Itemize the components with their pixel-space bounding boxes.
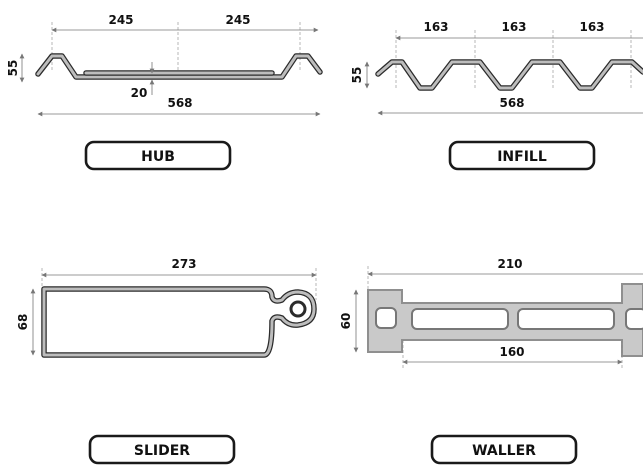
hub-recess-label: 20 [131,86,148,100]
waller-inner-width-label: 160 [499,345,524,359]
infill-pitch-3-label: 163 [579,20,604,34]
hub-section: 245 245 55 20 568 HUB [6,13,323,171]
hub-width-label: 568 [167,96,192,110]
slider-name-badge [88,434,236,465]
waller-width-label: 210 [497,257,522,271]
infill-height-label: 55 [350,67,364,84]
hub-pitch-2-label: 245 [225,13,250,27]
waller-name-badge [430,434,578,465]
infill-pitch-2-label: 163 [501,20,526,34]
hub-pitch-1-label: 245 [108,13,133,27]
slider-width-label: 273 [171,257,196,271]
slider-profile-highlight [42,287,316,357]
infill-name-label: INFILL [497,149,547,165]
waller-height-label: 60 [339,313,353,330]
waller-name-label: WALLER [472,443,536,459]
hub-name-badge [84,140,232,171]
waller-slot-2 [517,308,615,330]
waller-slot-1 [411,308,509,330]
hub-name-label: HUB [141,149,175,165]
slider-eye-hole [289,300,307,318]
hub-height-label: 55 [6,60,20,77]
infill-profile-highlight [376,60,643,90]
slider-section: 273 68 SLIDER [16,257,317,465]
waller-end-slot-left [375,307,397,329]
infill-pitch-1-label: 163 [423,20,448,34]
slider-height-label: 68 [16,314,30,331]
infill-section: 163 163 163 55 568 INFILL [350,20,643,171]
hub-profile-highlight [36,54,322,79]
waller-end-slot-right [625,308,643,330]
slider-name-label: SLIDER [134,443,190,459]
infill-name-badge [448,140,596,171]
infill-width-label: 568 [499,96,524,110]
waller-section: 210 60 160 WALLER [339,257,643,465]
